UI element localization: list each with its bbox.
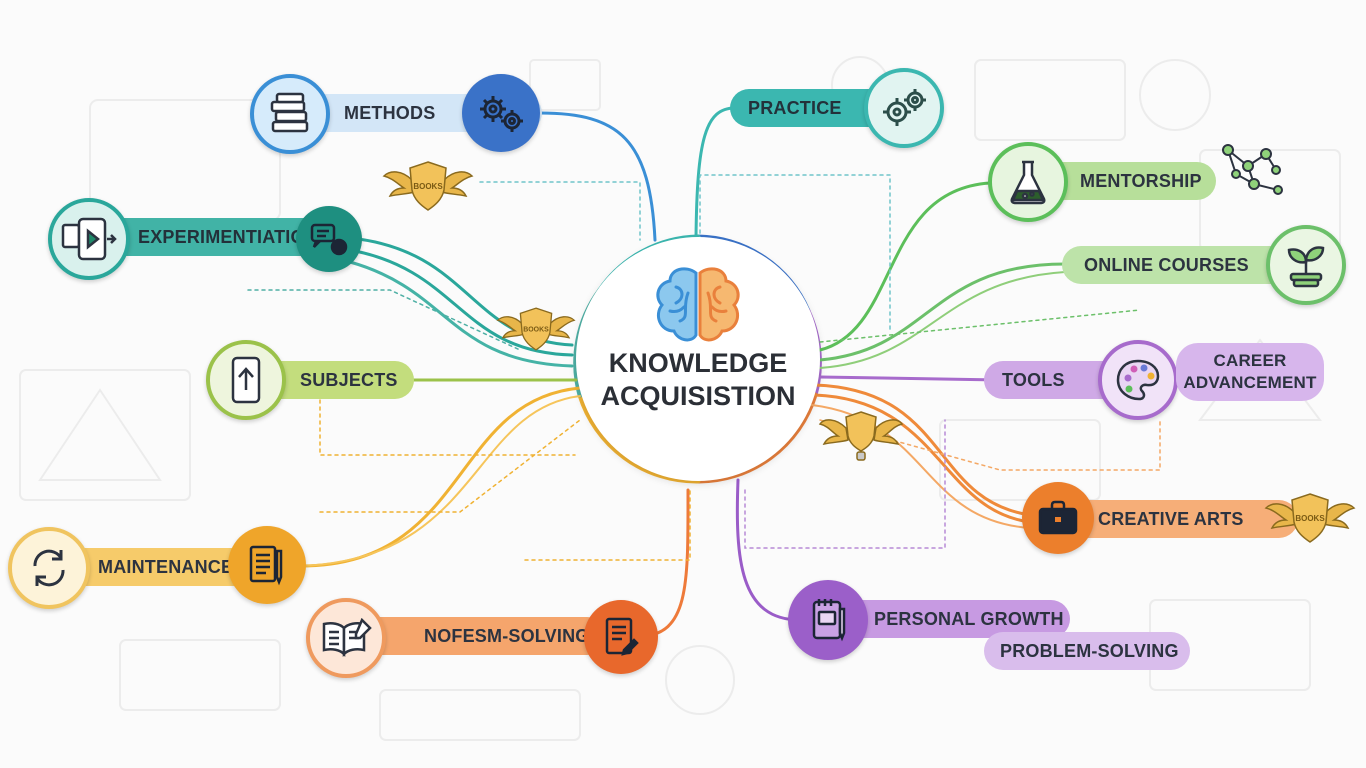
- node-maintenance-right-circle: [228, 526, 306, 604]
- center-title-line1: KNOWLEDGE: [608, 348, 788, 378]
- center-title-line2: ACQUISISTION: [600, 381, 796, 411]
- node-subjects-circle: [206, 340, 286, 420]
- node-practice-circle: [864, 68, 944, 148]
- node-personal-growth-circle: [788, 580, 868, 660]
- badge-text: BOOKS: [413, 182, 443, 191]
- node-experimentation-label: EXPERIMENTIATION: [138, 226, 318, 247]
- flask-icon: [1010, 160, 1046, 205]
- notebook-icon: [812, 599, 846, 642]
- gears-icon: [883, 89, 926, 126]
- center-title: KNOWLEDGE ACQUISISTION: [576, 347, 820, 413]
- notepad-icon: [249, 545, 283, 586]
- node-creative-arts-circle: [1022, 482, 1094, 554]
- palette-icon: [1116, 359, 1160, 401]
- books-icon: [270, 92, 309, 133]
- gears-icon: [480, 96, 523, 132]
- open-book-icon: [322, 618, 372, 658]
- node-practice-label: PRACTICE: [748, 97, 842, 118]
- phone-upload-icon: [231, 356, 261, 404]
- node-online-courses-label: ONLINE COURSES: [1084, 254, 1249, 275]
- ring-segment-yellow: [577, 392, 701, 484]
- node-experimentation-left-circle: [48, 198, 130, 280]
- node-problem-solving-left-label: NOFESM-SOLVING: [424, 625, 590, 646]
- node-career-advancement[interactable]: CAREER ADVANCEMENT: [1176, 343, 1324, 401]
- node-subjects-label: SUBJECTS: [300, 369, 398, 390]
- node-maintenance-left-circle: [8, 527, 90, 609]
- node-methods-left-circle: [250, 74, 330, 154]
- chat-robot-icon: [310, 223, 348, 256]
- node-tools-label: TOOLS: [1002, 369, 1065, 390]
- network-icon: [1222, 144, 1283, 195]
- node-methods-label: METHODS: [344, 102, 436, 123]
- winged-shield-badge: BOOKS: [496, 307, 576, 351]
- document-icon: [605, 617, 639, 656]
- node-creative-arts-label: CREATIVE ARTS: [1098, 508, 1244, 529]
- refresh-icon: [33, 549, 65, 587]
- node-problem-solving-left-left-circle: [306, 598, 386, 678]
- node-experimentation-right-circle: [296, 206, 362, 272]
- node-personal-growth[interactable]: PERSONAL GROWTH: [830, 600, 1070, 638]
- node-career-line1: CAREER: [1213, 351, 1287, 370]
- center-node[interactable]: KNOWLEDGE ACQUISISTION: [576, 237, 820, 481]
- ring-segment-orange: [695, 392, 818, 484]
- node-problem-solving-left-right-circle: [584, 600, 658, 674]
- winged-shield-badge: BOOKS: [382, 161, 474, 211]
- briefcase-icon: [1038, 500, 1078, 535]
- node-mentorship-circle: [988, 142, 1068, 222]
- node-career-line2: ADVANCEMENT: [1183, 373, 1317, 392]
- node-online-courses[interactable]: ONLINE COURSES: [1062, 246, 1298, 284]
- node-problem-solving-right-label: PROBLEM-SOLVING: [1000, 640, 1179, 661]
- node-problem-solving-left[interactable]: NOFESM-SOLVING: [346, 617, 606, 655]
- node-personal-growth-label: PERSONAL GROWTH: [874, 608, 1064, 629]
- brain-icon: [656, 267, 740, 342]
- node-maintenance-label: MAINTENANCE: [98, 556, 234, 577]
- node-online-courses-circle: [1266, 225, 1346, 305]
- node-methods-right-circle: [462, 74, 540, 152]
- badge-text: BOOKS: [523, 327, 549, 334]
- badge-text: BOOKS: [1295, 514, 1325, 523]
- node-mentorship-label: MENTORSHIP: [1080, 170, 1202, 191]
- node-creative-arts[interactable]: CREATIVE ARTS: [1058, 500, 1298, 538]
- tablet-play-icon: [61, 217, 117, 261]
- winged-shield-badge: BOOKS: [1264, 493, 1356, 543]
- node-tools-circle: [1098, 340, 1178, 420]
- plant-icon: [1287, 246, 1325, 288]
- node-problem-solving-right[interactable]: PROBLEM-SOLVING: [984, 632, 1190, 670]
- winged-shield-bulb-badge: [818, 411, 904, 461]
